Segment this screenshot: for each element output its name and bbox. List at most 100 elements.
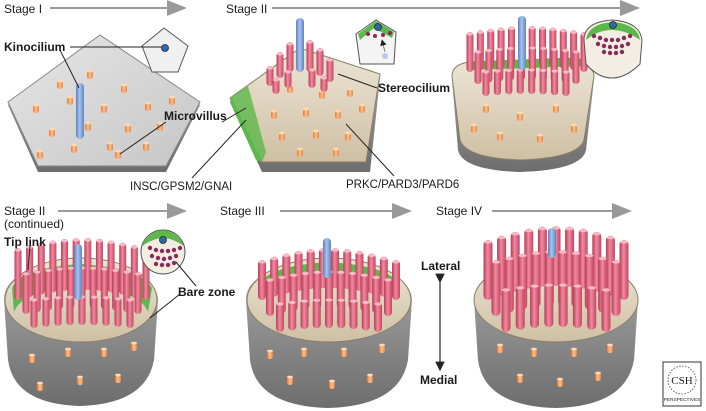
prkc-label: PRKC/PARD3/PARD6 <box>346 179 459 191</box>
microvillus <box>287 375 293 385</box>
stereocilium <box>601 288 611 332</box>
microvillus <box>279 131 285 141</box>
stereocilium <box>134 272 142 314</box>
stereocilium <box>392 260 400 300</box>
stereocilium <box>300 299 309 330</box>
csh-perspectives-logo: CSH PERSPECTIVES <box>662 361 702 407</box>
bare-zone-leader <box>149 293 181 319</box>
microvillus <box>29 353 35 363</box>
microvillus <box>37 381 43 391</box>
microvillus <box>77 375 83 385</box>
microvillus <box>85 121 91 131</box>
microvillus <box>67 95 73 105</box>
microvillus <box>101 103 107 113</box>
kinocilium-leader-2 <box>59 49 80 89</box>
stage-2-cell <box>229 18 381 172</box>
microvillus <box>341 347 347 357</box>
stereocilium <box>551 69 559 96</box>
stage-2c-stereocilia <box>14 238 150 328</box>
microvillus <box>145 101 151 111</box>
microvillus <box>517 373 523 383</box>
lateral-label: Lateral <box>421 259 460 273</box>
stage-2-stereocilia <box>266 38 334 94</box>
stereocilium <box>325 298 333 328</box>
stereocilium <box>349 299 358 330</box>
stereocilium <box>42 296 50 327</box>
stereocilium <box>258 260 266 300</box>
stage-1-microvilli <box>33 69 175 159</box>
prkc-leader <box>345 123 395 177</box>
stereocilium <box>266 278 274 316</box>
stereocilium <box>306 40 314 72</box>
stereocilium <box>544 283 554 328</box>
microvillus <box>303 107 309 117</box>
stereocilium-label: Stereocilium <box>378 81 450 95</box>
microvillus <box>367 373 373 383</box>
stereocilium <box>558 283 568 328</box>
stereocilium <box>493 69 501 96</box>
insc-leader <box>191 119 247 179</box>
stage-3-microvilli <box>267 343 385 389</box>
microvillus <box>313 129 319 139</box>
stereocilium <box>276 52 284 78</box>
stage-2-label: Stage II <box>226 2 267 16</box>
stereocilium <box>266 66 274 86</box>
stereocilium <box>562 70 570 96</box>
kinocilium-stage-4 <box>548 228 556 258</box>
stage-arrows <box>50 0 640 219</box>
insc-label: INSC/GPSM2/GNAI <box>130 181 232 193</box>
microvillus <box>347 87 353 97</box>
stereocilium <box>530 284 540 329</box>
microvillus <box>37 149 43 159</box>
stereocilium <box>90 295 98 326</box>
microvillus <box>271 109 277 119</box>
kinocilium-label: Kinocilium <box>4 40 65 54</box>
microvillus <box>471 123 477 133</box>
microvillus <box>115 373 121 383</box>
microvillus <box>333 147 339 157</box>
stereocilium <box>491 260 501 316</box>
microvillus <box>101 347 107 357</box>
stage-3-stereocilia <box>258 248 400 332</box>
microvillus <box>335 109 341 119</box>
stage-2-late-microvilli <box>471 103 577 143</box>
microvillus <box>531 347 537 357</box>
microvillus <box>345 131 351 141</box>
microvillus <box>143 141 149 151</box>
stereocilium <box>611 260 621 316</box>
stage-2c-microvilli <box>29 341 137 391</box>
stereocilium <box>587 285 597 330</box>
stage-4-stereocilia <box>483 226 629 332</box>
stage-2-microvilli <box>271 83 365 157</box>
stage-1-label: Stage I <box>4 2 42 16</box>
stage-2-late-stereocilia <box>466 26 588 96</box>
microvillus <box>595 371 601 381</box>
csh-logo-text: CSH <box>671 375 692 387</box>
microvillus <box>169 95 175 105</box>
stereocilium <box>308 68 316 88</box>
bare-zone-inset-leader <box>175 261 197 287</box>
stereocilium <box>374 302 382 332</box>
kinocilium-stage-1 <box>76 83 84 139</box>
stereocilium <box>288 300 297 331</box>
microvillus <box>557 377 563 387</box>
stereocilium <box>619 240 629 300</box>
microvillus <box>121 83 127 93</box>
stereocilium <box>284 70 292 88</box>
stereocilium <box>114 296 122 327</box>
microvillus <box>131 341 137 351</box>
stereocilium <box>466 32 474 72</box>
microvillus <box>553 103 559 113</box>
microvillus <box>125 123 131 133</box>
stereocilium <box>316 48 324 76</box>
stereocilium <box>361 300 370 331</box>
stereocilium <box>22 272 30 314</box>
stereocilium <box>286 42 294 72</box>
kinocilium-stage-2c <box>74 244 82 300</box>
microvillus <box>71 143 77 153</box>
stereocilium <box>84 238 92 291</box>
stage-2c-cell <box>4 238 158 406</box>
stereocilium <box>14 248 22 300</box>
microvillus <box>497 131 503 141</box>
